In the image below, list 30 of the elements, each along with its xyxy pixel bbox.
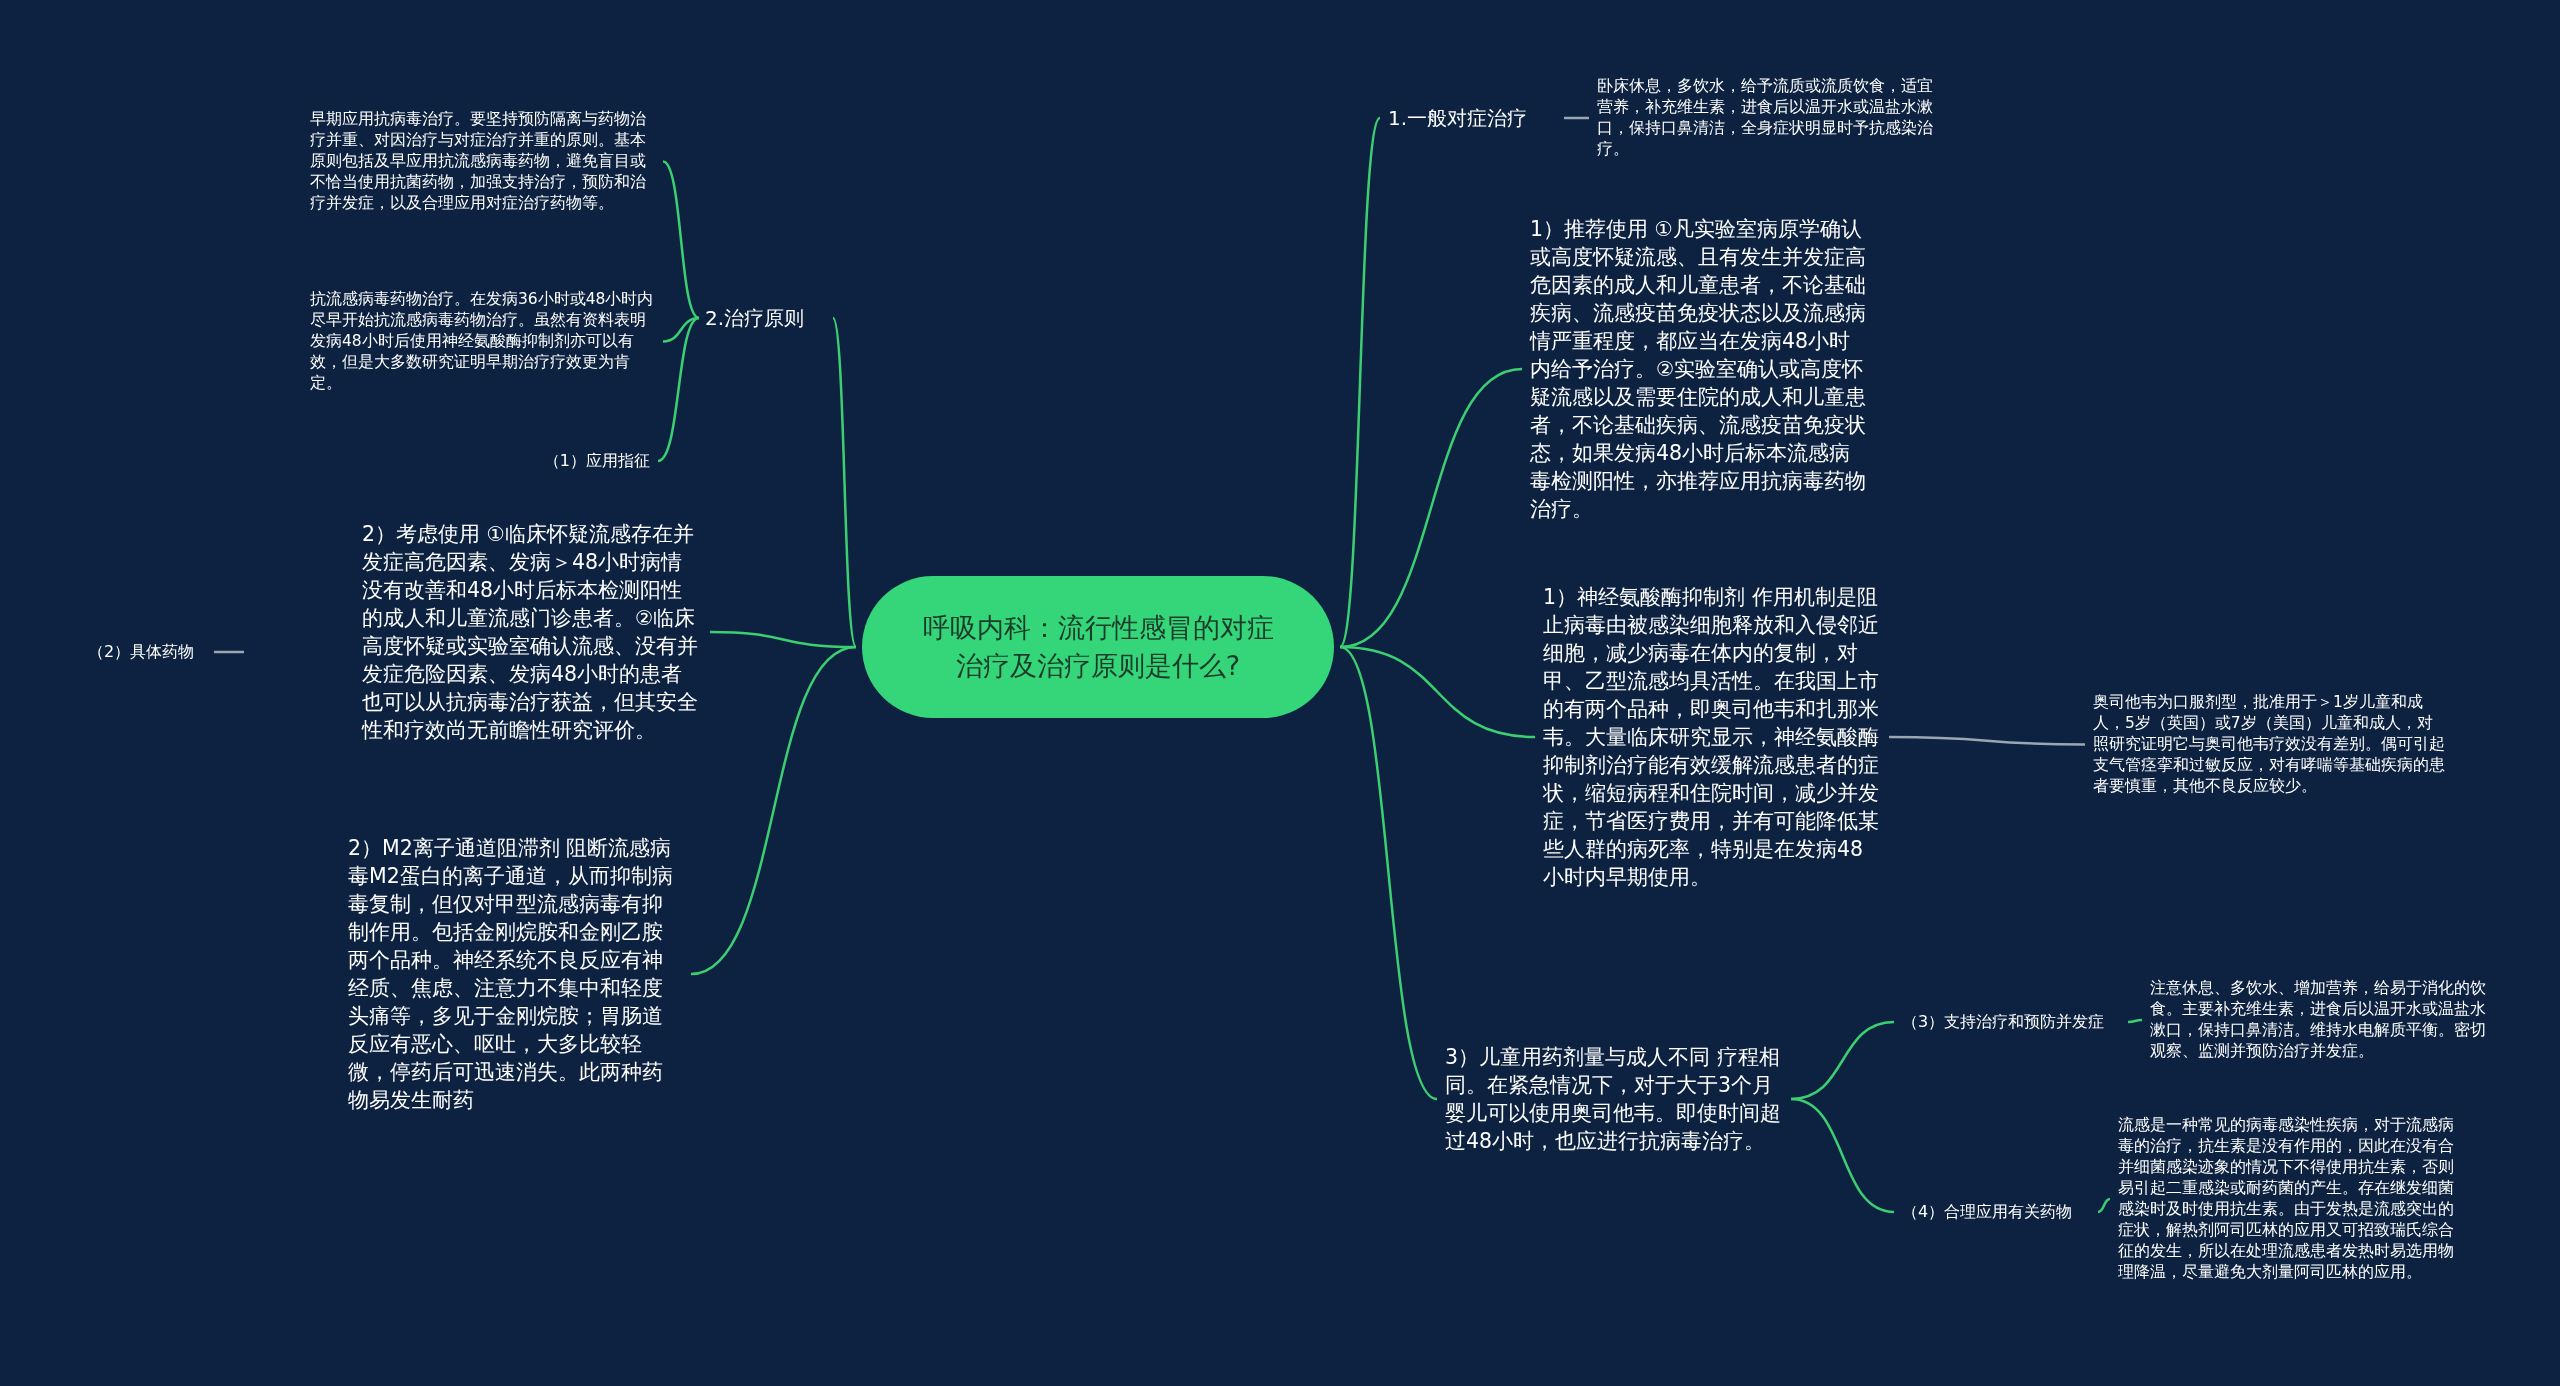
connector-line (662, 160, 700, 320)
connector-line (1889, 735, 2085, 746)
connector-line (2127, 1018, 2143, 1024)
branch-label: （1）应用指征 (520, 449, 650, 473)
connector-line (831, 317, 858, 648)
branch-label: 2.治疗原则 (705, 304, 825, 332)
branch-label: （4）合理应用有关药物 (1902, 1200, 2092, 1224)
branch-label: 1.一般对症治疗 (1388, 104, 1558, 132)
note-text: 注意休息、多饮水、增加营养，给易于消化的饮食。主要补充维生素，进食后以温开水或温盐水漱口，保持口鼻清洁。维持水电解质平衡。密切观察、监测并预防治疗并发症。 (2150, 978, 2495, 1062)
connector-line (1564, 116, 1589, 120)
connector-line (1338, 117, 1382, 648)
topic-pill: 呼吸内科：流行性感冒的对症治疗及治疗原则是什么? (862, 576, 1334, 718)
connector-line (690, 645, 857, 976)
connector-line (2097, 1197, 2111, 1214)
note-text: 2）M2离子通道阻滞剂 阻断流感病毒M2蛋白的离子通道，从而抑制病毒复制，但仅对甲型流感病毒有抑制作用。包括金刚烷胺和金刚乙胺两个品种。神经系统不良反应有神经质、焦虑、注意力不集中和轻度头痛等，多见于金刚烷胺；胃肠道反应有恶心、呕吐，大多比较轻微，停药后可迅速消失。此两种药物易发生耐药 (348, 834, 683, 1114)
connector-line (657, 316, 700, 463)
connector-line (1339, 646, 1438, 1100)
branch-label: （3）支持治疗和预防并发症 (1902, 1010, 2122, 1034)
note-text: 2）考虑使用 ①临床怀疑流感存在并发症高危因素、发病＞48小时病情没有改善和48小时后标本检测阳性的成人和儿童流感门诊患者。②临床高度怀疑或实验室确认流感、没有并发症危险因素、发病48小时的患者也可以从抗病毒治疗获益，但其安全性和疗效尚无前瞻性研究评价。 (362, 520, 702, 744)
note-text: 早期应用抗病毒治疗。要坚持预防隔离与药物治疗并重、对因治疗与对症治疗并重的原则。基本原则包括及早应用抗流感病毒药物，避免盲目或不恰当使用抗菌药物，加强支持治疗，预防和治疗并发症，以及合理应用对症治疗药物等。 (310, 109, 655, 214)
note-text: 抗流感病毒药物治疗。在发病36小时或48小时内尽早开始抗流感病毒药物治疗。虽然有资料表明发病48小时后使用神经氨酸酶抑制剂亦可以有效，但是大多数研究证明早期治疗疗效更为肯定。 (310, 289, 655, 394)
note-text: 流感是一种常见的病毒感染性疾病，对于流感病毒的治疗，抗生素是没有作用的，因此在没有合并细菌感染迹象的情况下不得使用抗生素，否则易引起二重感染或耐药菌的产生。存在继发细菌感染时及时使用抗生素。由于发热是流感突出的症状，解热剂阿司匹林的应用又可招致瑞氏综合征的发生，所以在处理流感患者发热时易选用物理降温，尽量避免大剂量阿司匹林的应用。 (2118, 1115, 2463, 1283)
note-text: 卧床休息，多饮水，给予流质或流质饮食，适宜营养，补充维生素，进食后以温开水或温盐水漱口，保持口鼻清洁，全身症状明显时予抗感染治疗。 (1597, 76, 1947, 160)
note-text: 1）推荐使用 ①凡实验室病原学确认或高度怀疑流感、且有发生并发症高危因素的成人和儿童患者，不论基础疾病、流感疫苗免疫状态以及流感病情严重程度，都应当在发病48小时内给予治疗。②实验室确认或高度怀疑流感以及需要住院的成人和儿童患者，不论基础疾病、流感疫苗免疫状态，如果发病48小时后标本流感病毒检测阳性，亦推荐应用抗病毒药物治疗。 (1530, 215, 1870, 523)
connector-line (214, 650, 244, 654)
note-text: 1）神经氨酸酶抑制剂 作用机制是阻止病毒由被感染细胞释放和入侵邻近细胞，减少病毒在体内的复制，对甲、乙型流感均具活性。在我国上市的有两个品种，即奥司他韦和扎那米韦。大量临床研究显示，神经氨酸酶抑制剂治疗能有效缓解流感患者的症状，缩短病程和住院时间，减少并发症，节省医疗费用，并有可能降低某些人群的病死率，特别是在发病48小时内早期使用。 (1543, 583, 1883, 891)
note-text: 3）儿童用药剂量与成人不同 疗程相同。在紧急情况下，对于大于3个月婴儿可以使用奥司他韦。即使时间超过48小时，也应进行抗病毒治疗。 (1445, 1043, 1785, 1155)
connector-line (1790, 1097, 1895, 1214)
branch-label: （2）具体药物 (88, 640, 208, 664)
note-text: 奥司他韦为口服剂型，批准用于＞1岁儿童和成人，5岁（英国）或7岁（美国）儿童和成人，对照研究证明它与奥司他韦疗效没有差别。偶可引起支气管痉挛和过敏反应，对有哮喘等基础疾病的患者要慎重，其他不良反应较少。 (2093, 692, 2448, 797)
